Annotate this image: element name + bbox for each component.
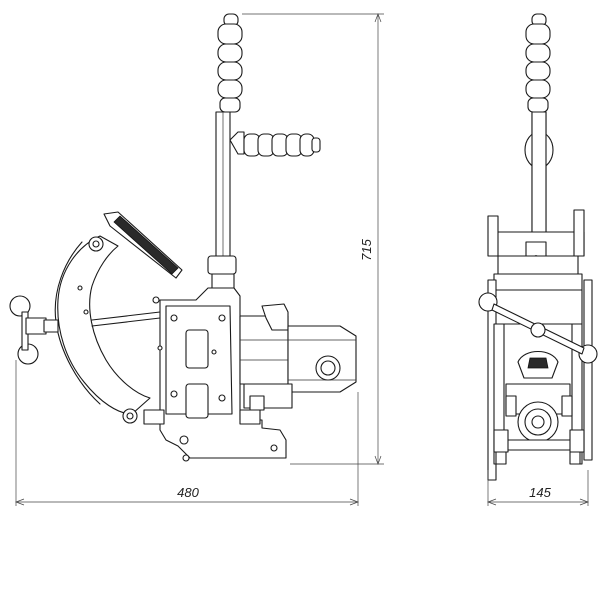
clamp-screw-knob: [9, 295, 59, 365]
motor-unit: [239, 303, 357, 425]
side-width-dimension-label: 480: [177, 485, 199, 500]
front-top-handle: [524, 13, 554, 241]
clamp-arm: [54, 211, 183, 424]
front-width-dimension-label: 145: [529, 485, 551, 500]
front-view: [478, 13, 598, 506]
shaft-collar: [207, 255, 237, 275]
side-horizontal-grip: [229, 131, 321, 157]
side-top-handle: [215, 13, 243, 259]
side-view: [9, 13, 384, 506]
front-lower-mechanism: [493, 350, 585, 465]
front-crossbar: [478, 292, 598, 364]
height-dimension-label: 715: [359, 238, 374, 260]
front-dimensions: [487, 470, 589, 506]
side-dimensions: [15, 13, 384, 506]
main-body-plate: [143, 287, 287, 462]
